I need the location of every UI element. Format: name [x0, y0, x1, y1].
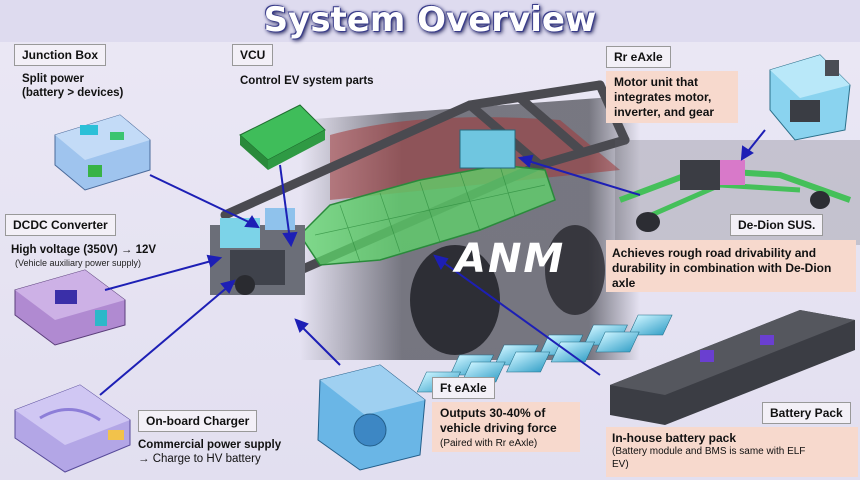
battery-desc-main: In-house battery pack [612, 431, 737, 445]
junction-box-desc-line1: Split power [22, 73, 84, 85]
battery-grid [314, 165, 546, 263]
battery-label: Battery Pack [762, 402, 851, 424]
battery-sub-line2: EV) [612, 459, 629, 470]
charger-illustration [14, 384, 131, 473]
page-title: System Overview [263, 0, 597, 40]
rr-eaxle-desc-line1: Motor unit that [614, 75, 698, 89]
dcdc-label: DCDC Converter [5, 214, 116, 236]
callout-arrows [99, 129, 766, 396]
ft-eaxle-label: Ft eAxle [432, 377, 495, 399]
de-dion-desc-box: Achieves rough road drivability and dura… [606, 240, 856, 292]
rear-eaxle-on-chassis [459, 129, 516, 169]
de-dion-desc-line1: Achieves rough road drivability and [612, 246, 817, 260]
vcu-desc: Control EV system parts [240, 75, 374, 87]
charger-desc-line1: Commercial power supply [138, 439, 282, 451]
junction-box-desc: Split power (battery > devices) [22, 72, 123, 100]
front-powertrain [210, 208, 305, 295]
charger-desc-line2: → Charge to HV battery [138, 453, 261, 465]
truck-wheel [410, 245, 500, 355]
battery-on-chassis [299, 164, 556, 266]
ft-eaxle-desc-box: Outputs 30-40% of vehicle driving force … [432, 402, 580, 452]
vcu-illustration [239, 104, 326, 170]
battery-desc-box: In-house battery pack (Battery module an… [606, 427, 858, 477]
anm-watermark-logo: ANM [455, 236, 566, 282]
junction-box-desc-line2: (battery > devices) [22, 87, 124, 99]
dcdc-illustration [14, 269, 126, 346]
ft-eaxle-illustration [317, 364, 426, 471]
battery-sub-line1: (Battery module and BMS is same with ELF [612, 446, 806, 457]
ft-eaxle-desc-line1: Outputs 30-40% of [440, 406, 546, 420]
de-dion-desc-line2: durability in combination with De-Dion [612, 261, 832, 275]
rr-eaxle-desc-line2: integrates motor, [614, 90, 712, 104]
ft-eaxle-sub: (Paired with Rr eAxle) [440, 438, 538, 449]
rr-eaxle-desc-box: Motor unit that integrates motor, invert… [606, 71, 738, 123]
vcu-label: VCU [232, 44, 274, 66]
de-dion-label: De-Dion SUS. [730, 214, 824, 236]
junction-box-label: Junction Box [14, 44, 107, 66]
dcdc-desc: High voltage (350V) → 12V [11, 244, 157, 256]
rr-eaxle-desc: Motor unit that integrates motor, invert… [614, 75, 714, 120]
truck-wheel-rear [545, 225, 605, 315]
de-dion-desc-line3: axle [612, 276, 636, 290]
rr-eaxle-desc-line3: inverter, and gear [614, 105, 715, 119]
ft-eaxle-desc: Outputs 30-40% of vehicle driving force … [440, 406, 557, 451]
rr-eaxle-illustration [769, 54, 851, 141]
battery-pack-illustration [416, 310, 855, 425]
de-dion-desc: Achieves rough road drivability and dura… [612, 246, 831, 291]
junction-box-illustration [54, 114, 151, 191]
ft-eaxle-desc-line2: vehicle driving force [440, 421, 557, 435]
rr-eaxle-label: Rr eAxle [606, 46, 671, 68]
charger-label: On-board Charger [138, 410, 258, 432]
dcdc-sub: (Vehicle auxiliary power supply) [15, 258, 142, 268]
charger-desc: Commercial power supply → Charge to HV b… [138, 438, 281, 466]
de-dion-illustration [615, 140, 860, 245]
battery-desc: In-house battery pack (Battery module an… [612, 431, 805, 471]
